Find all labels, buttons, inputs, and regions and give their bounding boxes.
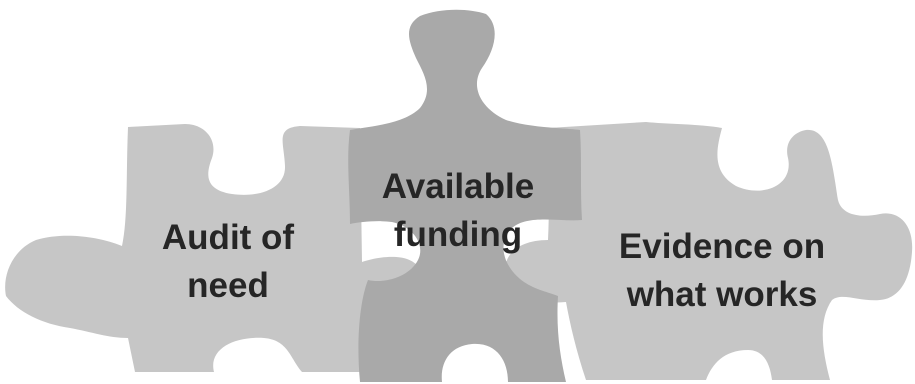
puzzle-piece-audit [5, 124, 421, 372]
piece-label-line: Available [381, 167, 535, 206]
piece-label-audit: Audit of need [108, 214, 348, 310]
piece-label-line: Evidence on [618, 227, 826, 266]
piece-label-funding: Available funding [338, 163, 578, 259]
piece-label-evidence: Evidence on what works [592, 223, 852, 319]
piece-label-line: Audit of [161, 218, 295, 257]
piece-label-line: funding [393, 215, 523, 254]
puzzle-piece-funding [348, 9, 582, 383]
puzzle-piece-evidence [505, 122, 913, 380]
piece-label-line: need [187, 266, 269, 305]
piece-label-line: what works [626, 275, 818, 314]
